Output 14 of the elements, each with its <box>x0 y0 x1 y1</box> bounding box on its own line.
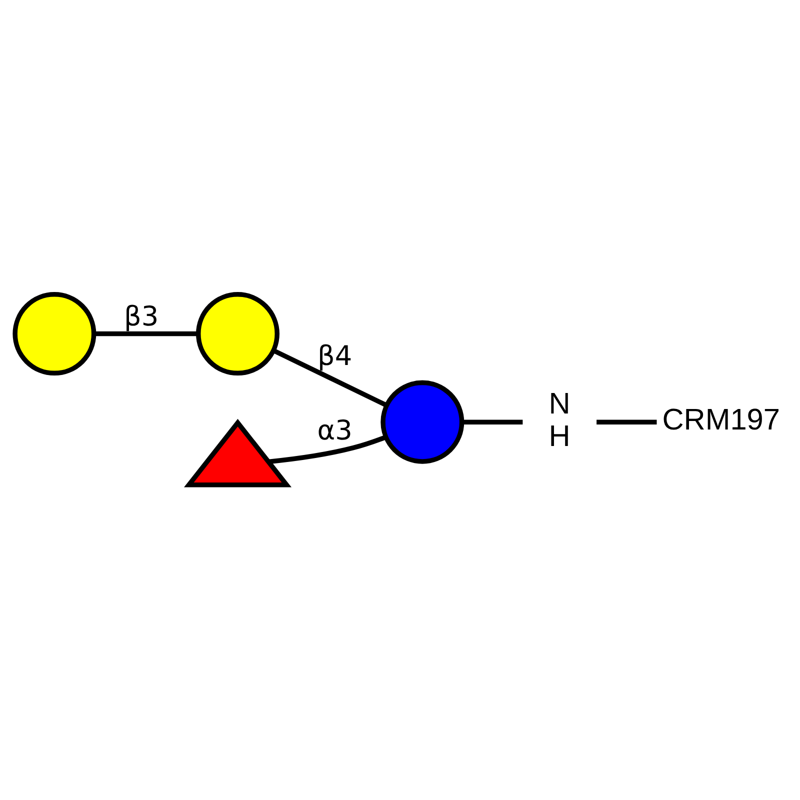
edge-label: β3 <box>124 302 159 333</box>
connector <box>462 420 523 424</box>
node-triangle <box>184 418 292 488</box>
node-text: N H <box>548 387 570 453</box>
connector <box>94 331 198 336</box>
connector <box>272 348 388 408</box>
connector <box>596 420 657 424</box>
connector <box>268 434 387 464</box>
node-circle <box>12 292 96 376</box>
node-text: CRM197 <box>662 404 780 437</box>
node-circle <box>196 292 280 376</box>
edge-label: α3 <box>317 416 352 447</box>
edge-label: β4 <box>318 341 352 372</box>
node-circle <box>380 380 464 464</box>
